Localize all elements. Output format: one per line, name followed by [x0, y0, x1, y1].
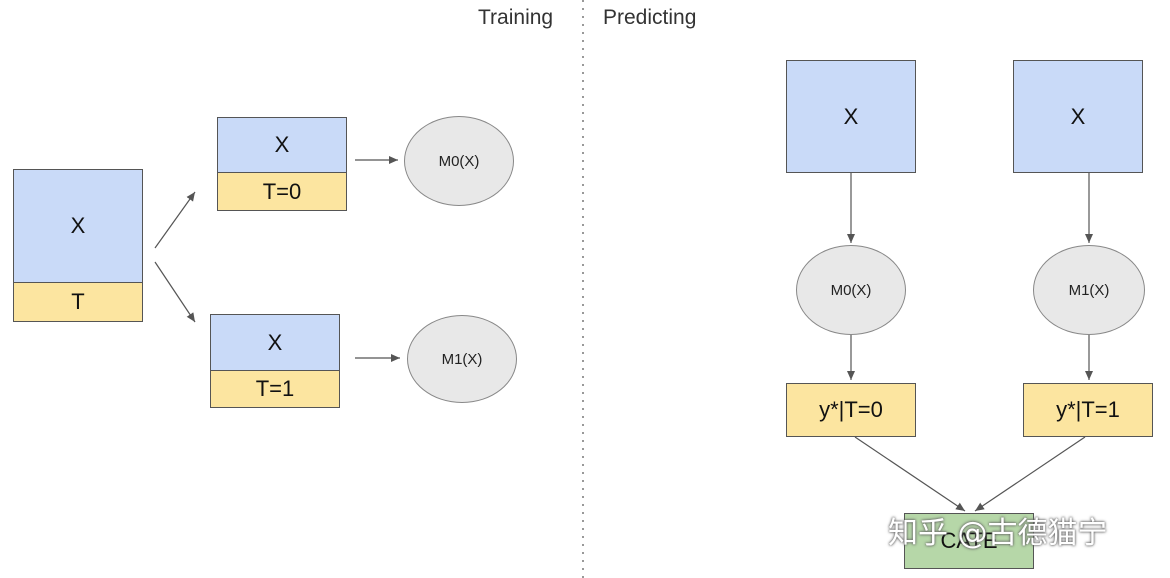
training-header: Training	[478, 6, 554, 29]
predicting-y1-box: y*|T=1	[1023, 383, 1153, 437]
predicting-model-m0-node: M0(X)	[796, 245, 906, 335]
training-model-m0-node: M0(X)	[404, 116, 514, 206]
training-group0-x-box: X	[217, 117, 347, 173]
zhihu-watermark: 知乎 @古德猫宁	[888, 516, 1108, 551]
training-input-t-box: T	[13, 282, 143, 322]
cate-result-box: CATE	[904, 513, 1034, 569]
predicting-model-m1-node: M1(X)	[1033, 245, 1145, 335]
predicting-right-x-box: X	[1013, 60, 1143, 173]
training-input-x-box: X	[13, 169, 143, 283]
arrow-input-to-t0	[154, 191, 196, 249]
arrow-y0-to-cate	[854, 436, 966, 512]
predicting-header: Predicting	[603, 6, 697, 29]
arrow-input-to-t1	[154, 261, 196, 323]
training-model-m1-node: M1(X)	[407, 315, 517, 403]
training-group1-t-box: T=1	[210, 370, 340, 408]
training-group1-x-box: X	[210, 314, 340, 371]
predicting-left-x-box: X	[786, 60, 916, 173]
arrow-y1-to-cate	[974, 436, 1086, 512]
training-group0-t-box: T=0	[217, 172, 347, 211]
predicting-y0-box: y*|T=0	[786, 383, 916, 437]
